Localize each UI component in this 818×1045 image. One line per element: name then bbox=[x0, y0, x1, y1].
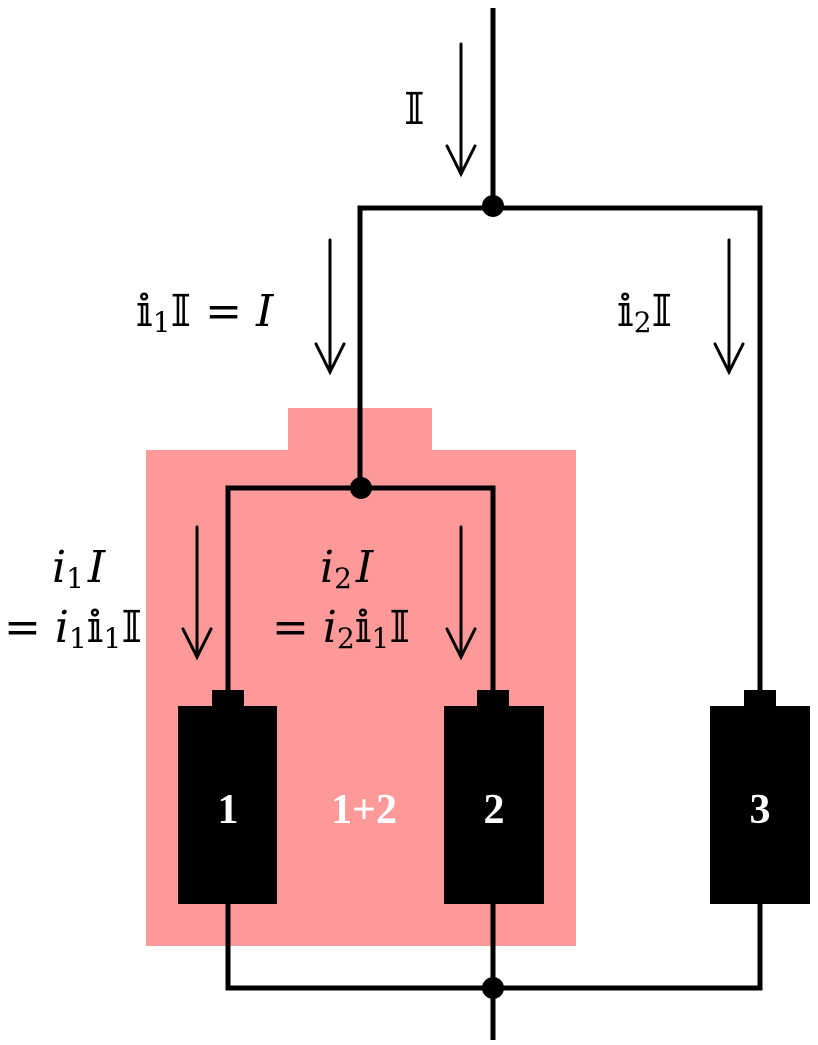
cell-3-terminal bbox=[744, 690, 776, 708]
cell-2: 2 bbox=[444, 690, 544, 904]
cell-2-body bbox=[444, 706, 544, 904]
label-cell-2-current-line1: i2I bbox=[320, 542, 375, 595]
cell-3: 3 bbox=[710, 690, 810, 904]
junction-dot-bottom bbox=[482, 977, 504, 999]
cell-2-terminal bbox=[477, 690, 509, 708]
cell-3-label: 3 bbox=[750, 787, 771, 833]
cell-1-terminal bbox=[212, 690, 244, 708]
label-cell-1-current-line1: i1I bbox=[52, 542, 107, 595]
arrow-cell-1 bbox=[181, 525, 213, 661]
arrow-branch-3 bbox=[713, 238, 745, 376]
junction-dot-top bbox=[482, 195, 504, 217]
label-branch-3-current: 𝕚2𝕀 bbox=[617, 286, 672, 339]
arrow-cell-2 bbox=[445, 525, 477, 661]
arrow-branch-1-2 bbox=[314, 238, 346, 376]
label-cell-1-current-line2: = i1𝕚1𝕀 bbox=[4, 602, 142, 655]
junction-dot-middle bbox=[350, 477, 372, 499]
group-label: 1+2 bbox=[331, 787, 397, 833]
cell-1-label: 1 bbox=[218, 787, 239, 833]
arrow-total-current bbox=[445, 42, 477, 178]
cell-1-body bbox=[178, 706, 277, 904]
label-branch-1-2-current: 𝕚1𝕀 = I bbox=[136, 286, 275, 339]
cell-1: 1 bbox=[178, 690, 277, 904]
label-cell-2-current-line2: = i2𝕚1𝕀 bbox=[272, 602, 410, 655]
label-total-current: 𝕀 bbox=[404, 84, 425, 135]
cell-2-label: 2 bbox=[484, 787, 505, 833]
current-arrows bbox=[181, 42, 745, 661]
top-bus bbox=[357, 205, 763, 690]
cell-3-body bbox=[710, 706, 810, 904]
